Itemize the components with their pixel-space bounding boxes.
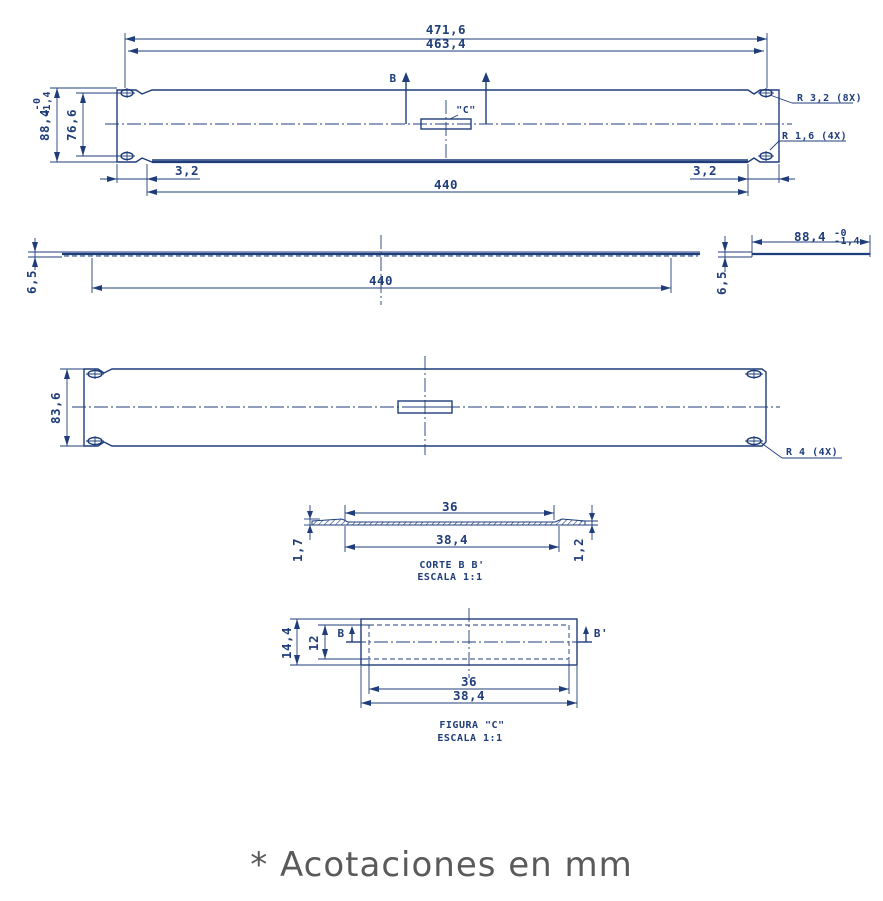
flat-height-label: 83,6: [48, 392, 63, 424]
figure-c-mark-right: B': [594, 627, 608, 640]
edge-right-label: 3,2: [693, 163, 717, 178]
figure-c-scale: ESCALA 1:1: [437, 733, 502, 744]
end-height-tol-label: 88,4: [794, 229, 826, 244]
detail-c-marker: "C": [456, 105, 476, 116]
slot-c: [420, 118, 472, 130]
end-height-tol-sub: -1,4: [834, 236, 860, 247]
section-depth-right: 1,2: [571, 538, 586, 562]
figure-c-inner-height: 12: [306, 635, 321, 651]
edge-left-label: 3,2: [175, 163, 199, 178]
hole-spacing-label: 463,4: [426, 36, 466, 51]
end-view: 88,4 -0 -1,4 6,5: [714, 228, 871, 295]
figure-c-title: FIGURA "C": [439, 720, 504, 731]
section-b-b: 36 38,4 1,7 1,2 CORTE B B' ESCALA 1:1: [290, 499, 598, 583]
figure-c-inner-width: 36: [461, 674, 477, 689]
section-inner-width: 36: [442, 499, 458, 514]
section-outer-width: 38,4: [436, 532, 468, 547]
radius-corners-label: R 1,6 (4X): [782, 131, 847, 142]
section-b-marker: B: [389, 72, 396, 85]
radius-holes-label: R 3,2 (8X): [797, 93, 862, 104]
section-depth-left: 1,7: [290, 538, 305, 562]
figure-c: B B' 14,4 12 36 38,4 FIGURA: [279, 608, 608, 744]
flat-slot: [397, 400, 453, 414]
section-title: CORTE B B': [419, 560, 484, 571]
figure-c-mark-left: B: [337, 627, 344, 640]
top-view: 471,6 463,4 "C" B: [32, 22, 862, 196]
figure-c-outer-width: 38,4: [453, 688, 485, 703]
overall-width-label: 471,6: [426, 22, 466, 37]
inner-length-label: 440: [434, 177, 458, 192]
side-view: 6,5 440: [24, 235, 700, 305]
end-thickness-label: 6,5: [714, 271, 729, 295]
side-thickness-label: 6,5: [24, 270, 39, 294]
figure-c-outer-height: 14,4: [279, 627, 294, 659]
flat-holes: [86, 369, 763, 446]
height-tol-label: 88,4: [37, 109, 52, 141]
units-footnote: * Acotaciones en mm: [250, 845, 633, 885]
mounting-holes: [119, 88, 774, 161]
side-length-label: 440: [369, 273, 393, 288]
height-tol-sup: -0: [32, 97, 43, 110]
section-scale: ESCALA 1:1: [417, 572, 482, 583]
flat-radius-label: R 4 (4X): [786, 447, 838, 458]
height-tol-sub: -1,4: [42, 91, 53, 117]
hole-pitch-label: 76,6: [64, 109, 79, 141]
end-height-tol-sup: -0: [834, 228, 847, 239]
flat-view: 83,6 R 4 (4X): [48, 356, 842, 459]
